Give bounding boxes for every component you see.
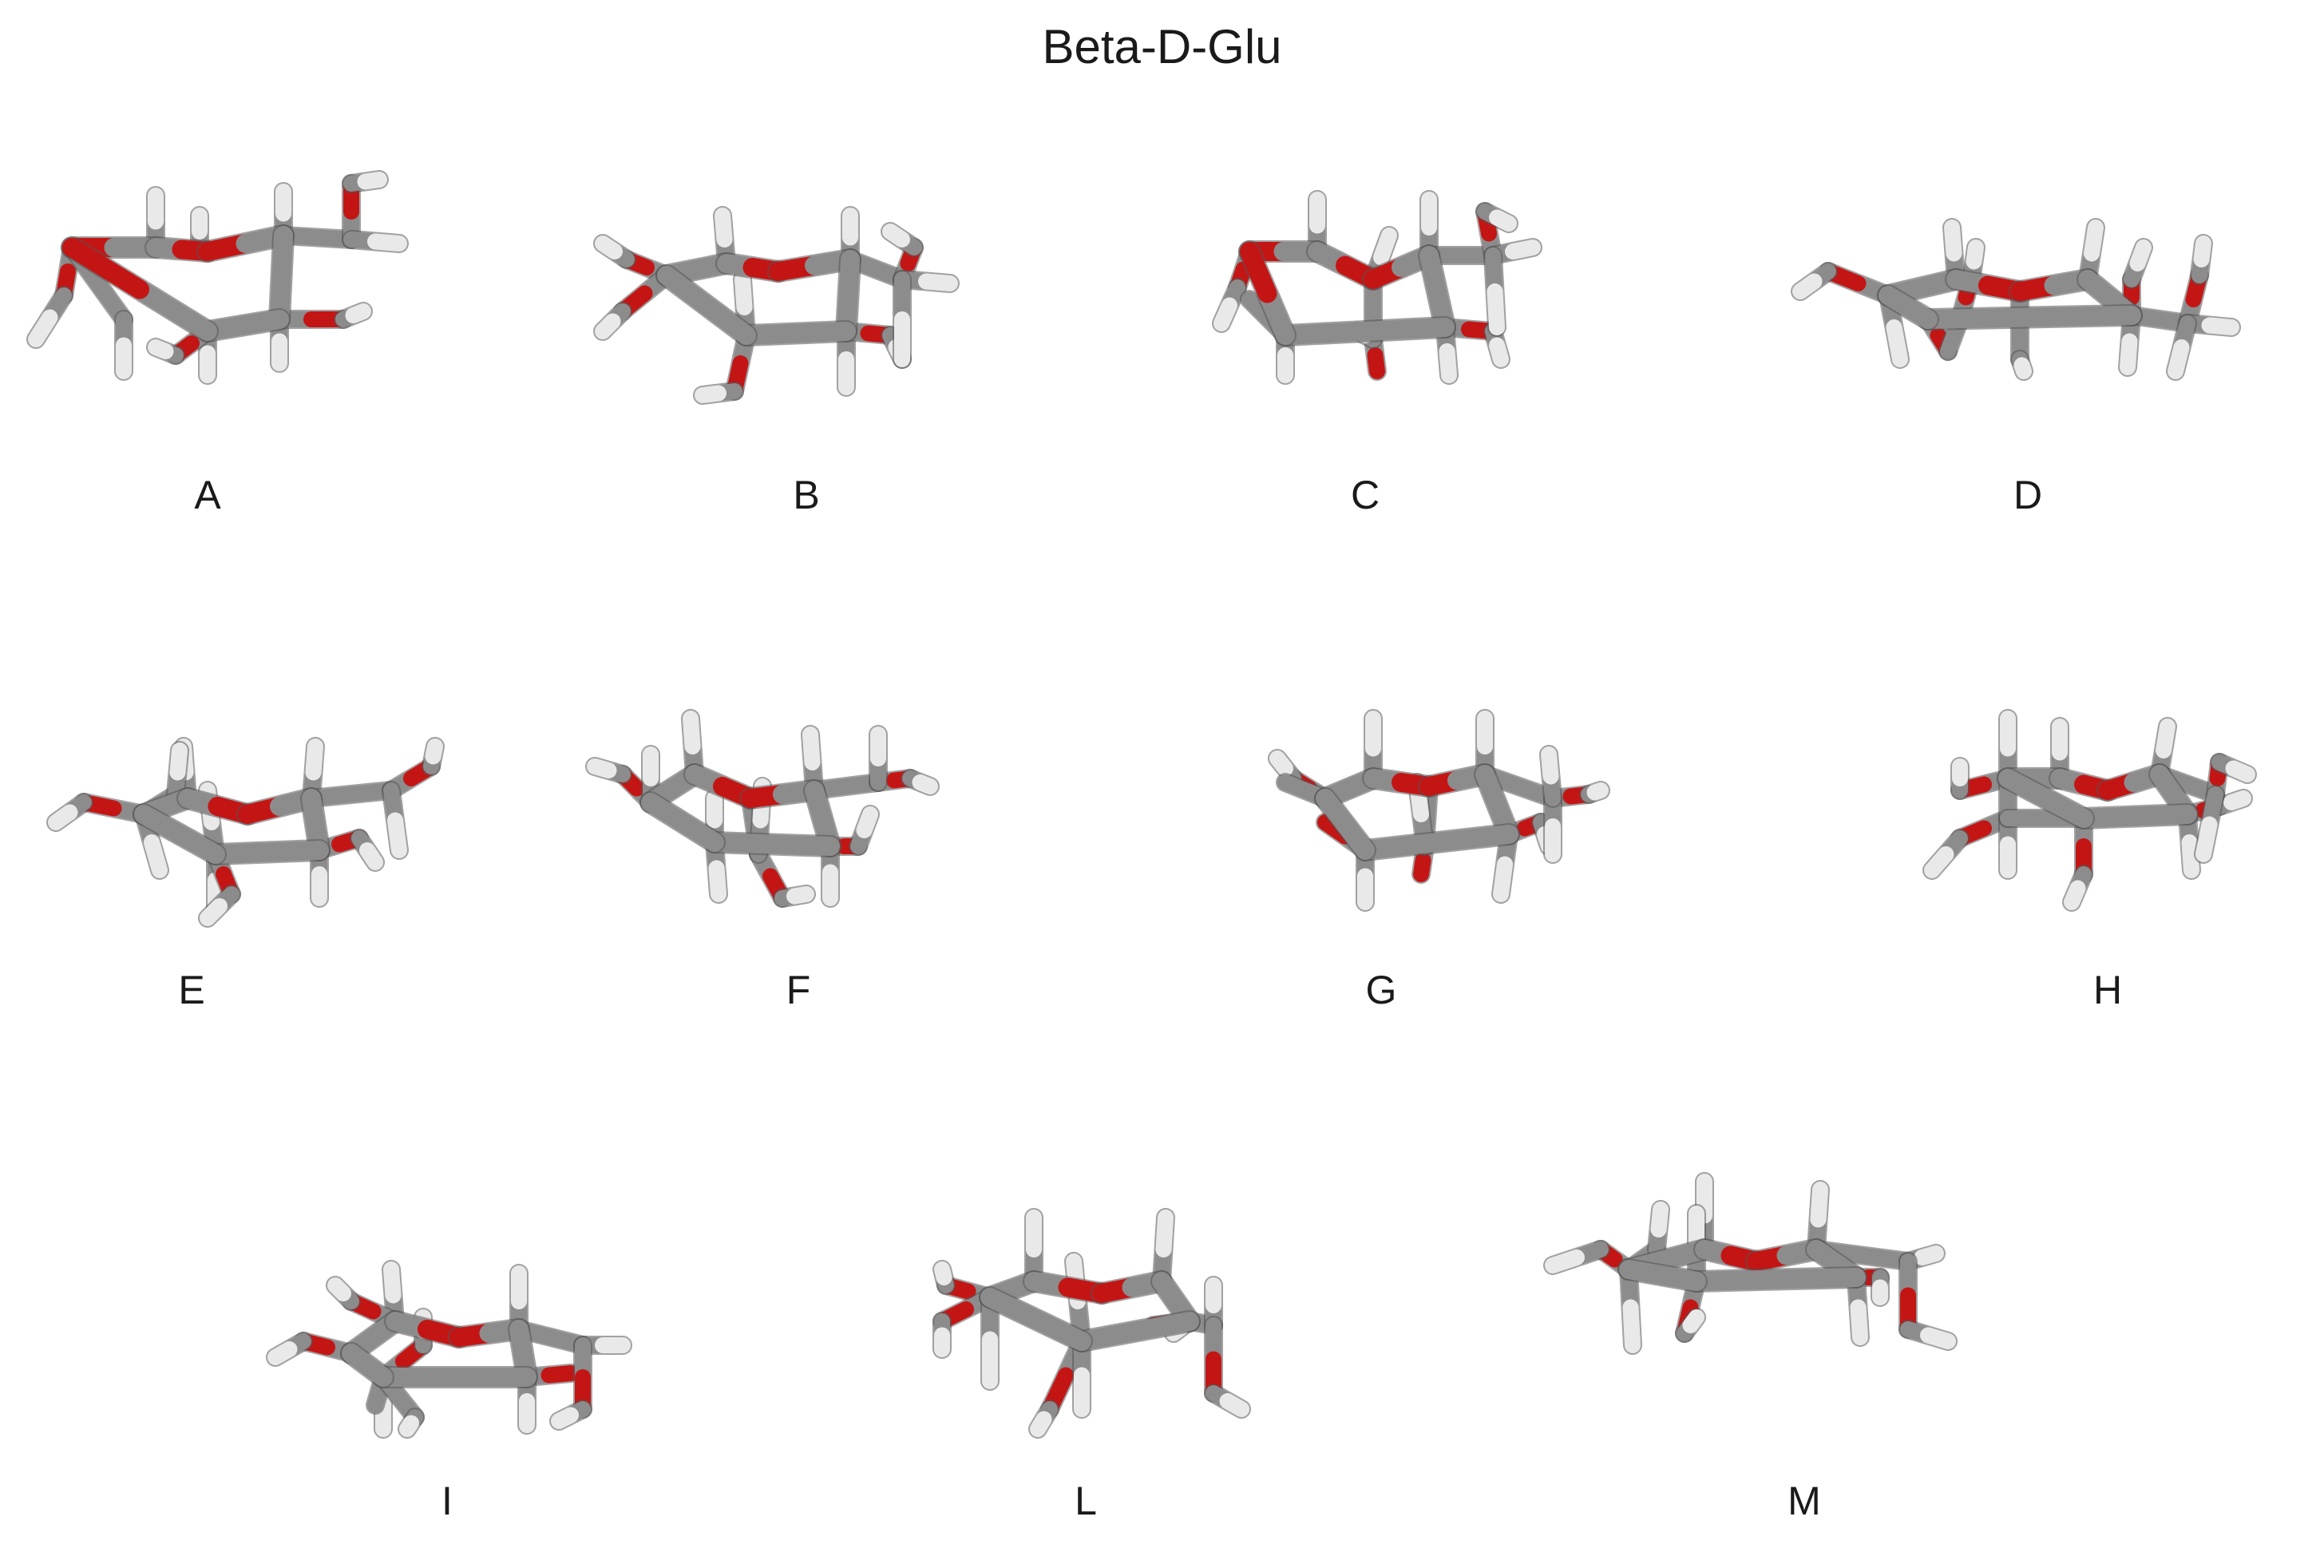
molecule-i — [266, 1260, 632, 1439]
molecule-g — [1268, 709, 1610, 912]
figure-title: Beta-D-Glu — [1042, 20, 1282, 73]
structure-panel-d: D — [1788, 160, 2299, 519]
molecule-f — [585, 709, 940, 908]
molecule-b — [593, 206, 960, 405]
structure-label-i: I — [441, 1479, 453, 1523]
structure-label-m: M — [1788, 1479, 1821, 1523]
structure-panel-c: C — [1174, 160, 1605, 519]
structure-label-l: L — [1075, 1479, 1097, 1523]
structure-panel-f: F — [575, 655, 1054, 1012]
structure-label-g: G — [1365, 968, 1397, 1012]
molecule-l — [932, 1208, 1251, 1439]
structure-panel-b: B — [583, 160, 1030, 519]
structure-panel-i: I — [255, 1182, 703, 1533]
molecule-m — [1543, 1172, 1958, 1355]
molecule-h — [1922, 709, 2257, 912]
structure-panel-g: G — [1221, 655, 1716, 1012]
structure-label-f: F — [786, 968, 811, 1012]
structure-panel-l: L — [878, 1142, 1325, 1533]
structure-label-d: D — [2013, 473, 2043, 517]
structure-label-b: B — [793, 473, 820, 517]
molecule-d — [1791, 218, 2241, 381]
structure-label-e: E — [178, 968, 205, 1012]
molecule-c — [1212, 190, 1542, 385]
structure-label-h: H — [2092, 968, 2123, 1012]
structure-panel-m: M — [1517, 1126, 2028, 1533]
molecule-e — [46, 737, 445, 928]
structure-label-a: A — [194, 473, 221, 517]
structure-panel-e: E — [16, 655, 495, 1012]
structure-panel-a: A — [16, 160, 431, 519]
structure-label-c: C — [1350, 473, 1380, 517]
structure-panel-h: H — [1892, 639, 2307, 1012]
molecule-a — [26, 170, 409, 385]
